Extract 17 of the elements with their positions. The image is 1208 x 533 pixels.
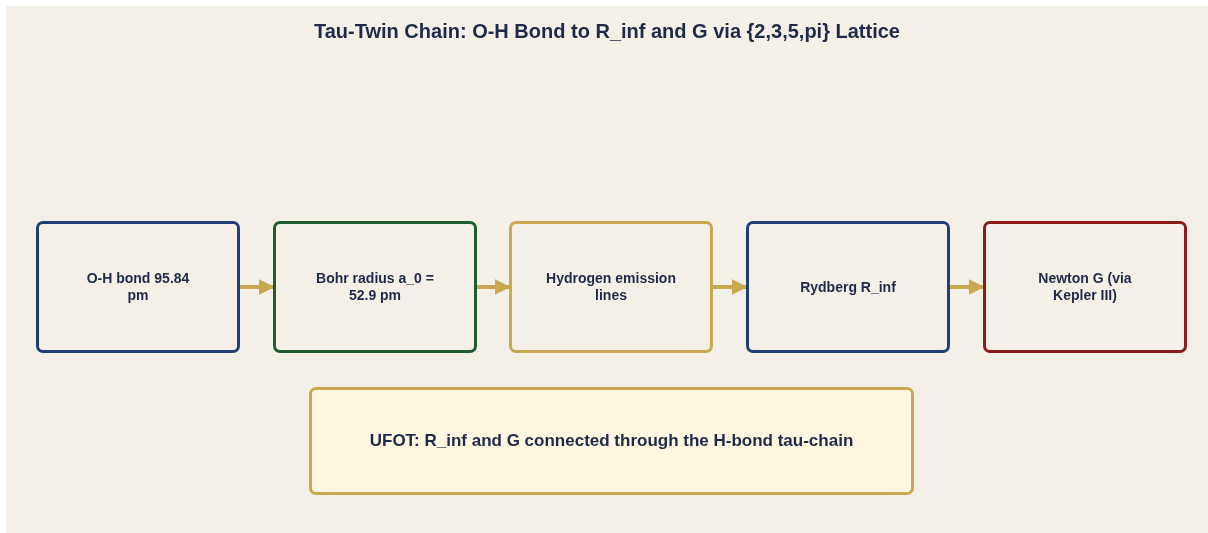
arrow xyxy=(477,279,511,295)
process-box xyxy=(509,221,713,353)
arrow xyxy=(950,279,985,295)
arrow xyxy=(713,279,748,295)
box-label: Newton G (via Kepler III) xyxy=(1037,270,1133,304)
box-label: UFOT: R_inf and G connected through the H-bond tau-chain xyxy=(369,430,854,452)
process-box xyxy=(309,387,914,495)
arrow xyxy=(240,279,275,295)
box-label: Rydberg R_inf xyxy=(800,278,896,296)
process-box xyxy=(983,221,1187,353)
box-label: O-H bond 95.84 pm xyxy=(85,270,191,304)
process-box xyxy=(273,221,477,353)
box-label: Bohr radius a_0 = 52.9 pm xyxy=(315,270,435,304)
diagram-title: Tau-Twin Chain: O-H Bond to R_inf and G via {2,3,5,pi} Lattice xyxy=(314,20,900,43)
process-box xyxy=(36,221,240,353)
process-box xyxy=(746,221,950,353)
box-label: Hydrogen emission lines xyxy=(546,270,676,304)
